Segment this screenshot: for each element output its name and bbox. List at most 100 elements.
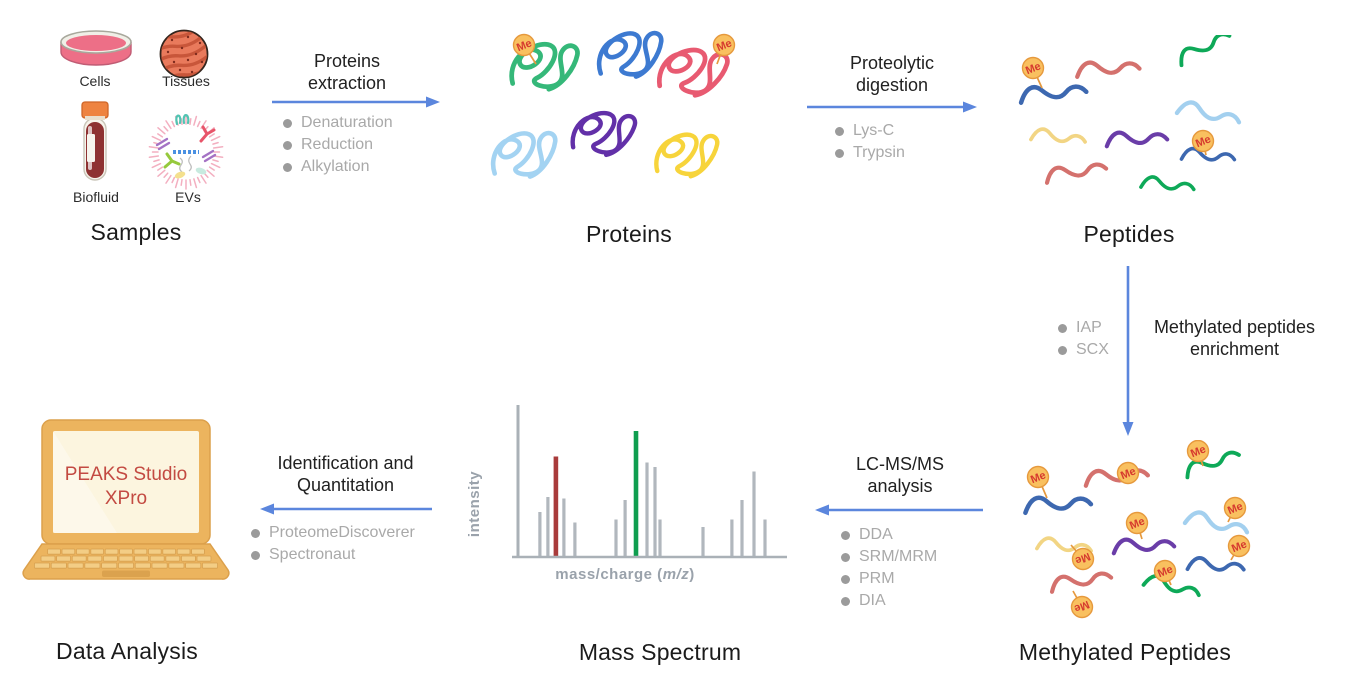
sample-label-tissues: Tissues bbox=[162, 73, 210, 89]
bullet-dot-icon bbox=[283, 162, 292, 172]
spectrum-peak bbox=[653, 467, 657, 557]
svg-text:Me: Me bbox=[715, 37, 734, 54]
protein-blob bbox=[491, 131, 558, 179]
svg-text:Me: Me bbox=[515, 37, 534, 54]
stage-title-peptides: Peptides bbox=[1083, 221, 1175, 247]
me-badge: Me bbox=[1153, 559, 1177, 586]
bullet-dot-icon bbox=[835, 126, 844, 136]
step-title-identification-quantitation: Identification and Quantitation bbox=[277, 453, 414, 495]
me-badge: Me bbox=[1070, 544, 1095, 571]
spectrum-peak bbox=[645, 462, 649, 557]
arrow-left-lcmsms-icon bbox=[815, 504, 983, 516]
laptop-screen-line2: XPro bbox=[105, 488, 147, 509]
spectrum-peak bbox=[658, 519, 662, 557]
me-badge: Me bbox=[1186, 440, 1210, 467]
spectrum-peak bbox=[614, 519, 618, 557]
sample-label-evs: EVs bbox=[175, 189, 201, 205]
peptide-squiggle bbox=[1173, 35, 1233, 68]
me-badge: Me bbox=[712, 33, 736, 65]
spectrum-peak bbox=[633, 431, 639, 557]
step-bullet: IAP bbox=[1058, 317, 1109, 339]
stage-title-proteins: Proteins bbox=[586, 221, 672, 247]
spectrum-peak bbox=[553, 456, 559, 557]
protein-blob bbox=[572, 111, 636, 157]
step-bullet: Denaturation bbox=[283, 112, 393, 134]
svg-text:Me: Me bbox=[1226, 500, 1245, 517]
svg-text:Me: Me bbox=[1029, 469, 1048, 486]
spectrum-peak bbox=[623, 500, 627, 557]
step-title-proteolytic-digestion: Proteolytic digestion bbox=[849, 53, 935, 95]
me-badge: Me bbox=[1026, 465, 1050, 499]
step-bullet: Lys-C bbox=[835, 120, 905, 142]
step-bullet: ProteomeDiscoverer bbox=[251, 522, 415, 544]
me-badge: Me bbox=[1223, 496, 1247, 523]
laptop-icon: PEAKS Studio XPro bbox=[22, 419, 230, 580]
me-badge: Me bbox=[1116, 461, 1140, 485]
step-bullet: DIA bbox=[841, 590, 937, 612]
spectrum-peak bbox=[573, 522, 577, 557]
methylated-peptide-squiggle bbox=[1113, 537, 1174, 553]
svg-text:Me: Me bbox=[1194, 133, 1213, 150]
step-bullet: Spectronaut bbox=[251, 544, 415, 566]
me-badge: Me bbox=[512, 33, 537, 65]
stage-title-methylated-peptides: Methylated Peptides bbox=[1018, 639, 1232, 665]
bullet-dot-icon bbox=[283, 140, 292, 150]
svg-text:Me: Me bbox=[1230, 538, 1249, 555]
step-bullet: SCX bbox=[1058, 339, 1109, 361]
spectrum-peak bbox=[752, 471, 756, 557]
step-title-enrichment: Methylated peptides enrichment bbox=[1153, 317, 1316, 359]
spectrum-peak bbox=[740, 500, 744, 557]
protein-blob bbox=[658, 47, 728, 99]
x-axis-label: mass/charge (m/z) bbox=[555, 566, 694, 583]
sample-label-cells: Cells bbox=[79, 73, 111, 89]
svg-text:Me: Me bbox=[1073, 550, 1092, 567]
bullet-dot-icon bbox=[841, 596, 850, 606]
spectrum-peak bbox=[562, 498, 566, 557]
y-axis-label: intensity bbox=[466, 471, 483, 537]
arrow-left-idquant-icon bbox=[260, 503, 432, 515]
svg-text:Me: Me bbox=[1024, 60, 1043, 77]
laptop-keyboard bbox=[33, 548, 218, 569]
arrow-right-extraction-icon bbox=[272, 96, 440, 108]
methylated-peptide-squiggle bbox=[1185, 555, 1247, 575]
bullet-dot-icon bbox=[251, 528, 260, 538]
methylated-peptide-squiggle bbox=[1024, 494, 1091, 513]
peptide-squiggle bbox=[1106, 130, 1167, 146]
bullet-dot-icon bbox=[841, 552, 850, 562]
svg-text:Me: Me bbox=[1189, 443, 1208, 460]
step-bullet: Alkylation bbox=[283, 156, 393, 178]
step-title-lcmsms-analysis: LC-MS/MS analysis bbox=[855, 454, 944, 496]
protein-blob bbox=[597, 31, 664, 79]
blood-tube-icon bbox=[81, 101, 109, 181]
bullet-dot-icon bbox=[835, 148, 844, 158]
protein-blob bbox=[656, 135, 717, 177]
spectrum-peak bbox=[538, 512, 542, 557]
step-bullet: SRM/MRM bbox=[841, 546, 937, 568]
sample-label-biofluid: Biofluid bbox=[73, 189, 119, 205]
peptide-squiggle bbox=[1076, 59, 1139, 77]
svg-text:Me: Me bbox=[1128, 515, 1147, 532]
proteins-cluster: Me Me bbox=[480, 20, 736, 200]
svg-text:Me: Me bbox=[1072, 598, 1091, 615]
peptide-squiggle bbox=[1020, 82, 1087, 103]
peptide-squiggle bbox=[1029, 126, 1088, 147]
stage-title-mass-spectrum: Mass Spectrum bbox=[578, 639, 742, 665]
me-badge: Me bbox=[1125, 511, 1149, 540]
bullet-dot-icon bbox=[841, 574, 850, 584]
arrow-down-enrichment-icon bbox=[1122, 266, 1134, 436]
step-bullet: DDA bbox=[841, 524, 937, 546]
peptide-squiggle bbox=[1139, 174, 1197, 195]
bullet-dot-icon bbox=[1058, 323, 1067, 333]
stage-title-data-analysis: Data Analysis bbox=[56, 638, 198, 664]
svg-text:Me: Me bbox=[1119, 465, 1138, 482]
peptide-squiggle bbox=[1045, 160, 1107, 183]
me-badge: Me bbox=[1191, 129, 1215, 156]
arrow-right-digestion-icon bbox=[807, 101, 977, 113]
mass-spectrum-chart: intensity mass/charge (m/z) bbox=[466, 405, 787, 583]
petri-dish-icon bbox=[60, 30, 132, 66]
